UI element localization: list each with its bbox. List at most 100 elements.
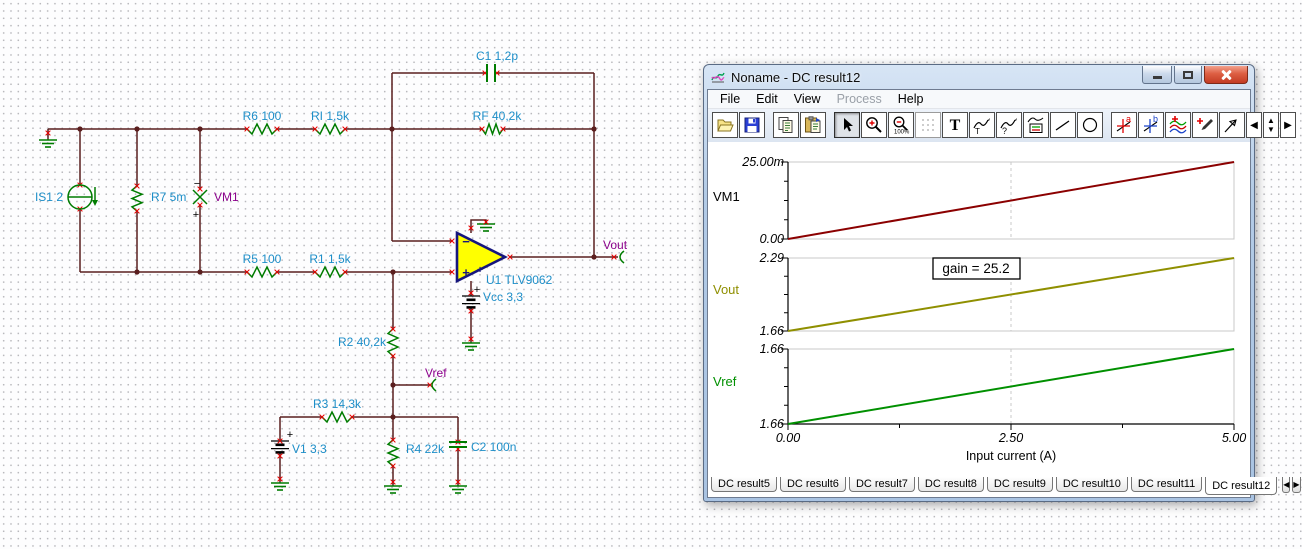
chart-area[interactable]: 25.00m 0.00 2.29 1.66 1.66 1.66 VM1 Vout… <box>708 142 1250 477</box>
vref-terminal[interactable] <box>431 378 437 392</box>
tab-dc-result8[interactable]: DC result8 <box>917 477 984 493</box>
voltmeter-vm1[interactable] <box>192 189 208 205</box>
vm1-y-top-label: 25.00m <box>741 155 784 169</box>
add-curves-button[interactable] <box>1165 112 1191 139</box>
open-icon <box>717 119 734 132</box>
opamp-u1[interactable]: − + + <box>455 230 508 284</box>
menu-edit[interactable]: Edit <box>756 91 778 106</box>
schematic-canvas[interactable]: − + + IS1 2 R7 5m VM1 R6 100 RI 1,5k R5 … <box>0 0 703 549</box>
maximize-button[interactable] <box>1174 66 1202 84</box>
text-icon: T <box>950 117 961 134</box>
copy-button[interactable] <box>773 112 799 139</box>
tab-scroll-left-button[interactable]: ◀ <box>1282 477 1291 494</box>
opamp-minus-sign: − <box>462 234 470 249</box>
page-spinner-button[interactable]: ▲ ▼ <box>1263 112 1279 139</box>
signal-name-vm1: VM1 <box>713 189 740 204</box>
tab-dc-result12[interactable]: DC result12 <box>1205 477 1278 496</box>
diagram-client-area: 25.00m 0.00 2.29 1.66 1.66 1.66 VM1 Vout… <box>708 141 1250 478</box>
tab-scroll-right-button[interactable]: ▶ <box>1292 477 1301 494</box>
current-arrow-head <box>92 200 98 206</box>
current-source-is1[interactable] <box>67 184 98 210</box>
minimize-button[interactable] <box>1142 66 1172 84</box>
legend-button[interactable] <box>1023 112 1049 139</box>
menu-help[interactable]: Help <box>897 91 924 106</box>
gain-annotation-text: gain = 25.2 <box>942 261 1009 276</box>
label-r4: R4 22k <box>406 442 445 456</box>
menu-process[interactable]: Process <box>836 91 882 106</box>
svg-text:100%: 100% <box>894 130 910 136</box>
vout-y-bottom-label: 1.66 <box>760 324 784 338</box>
tab-dc-result9[interactable]: DC result9 <box>986 477 1053 493</box>
vout-terminal[interactable] <box>619 250 625 264</box>
vout-terminal-arc <box>619 250 625 264</box>
label-rf: RF 40,2k <box>473 109 523 123</box>
angle-icon <box>1224 119 1237 133</box>
capacitor-c2[interactable] <box>449 441 467 448</box>
close-icon <box>1220 69 1232 81</box>
scroll-right-icon: ▶ <box>1284 119 1292 131</box>
select-cursor-icon <box>844 118 853 132</box>
label-c1: C1 1,2p <box>476 49 518 63</box>
cursor-a-button[interactable]: a <box>1111 112 1137 139</box>
grid-icon <box>922 119 934 132</box>
x-tick-2p5: 2.50 <box>998 431 1023 445</box>
add-marker-button[interactable] <box>1192 112 1218 139</box>
cursor-b-button[interactable]: b <box>1138 112 1164 139</box>
label-r7: R7 5m <box>151 190 186 204</box>
label-r1: R1 1,5k <box>309 252 351 266</box>
select-cursor-button[interactable] <box>834 112 860 139</box>
paste-button[interactable] <box>800 112 826 139</box>
paste-icon <box>805 116 821 134</box>
title-bar[interactable]: Noname - DC result12 <box>707 65 1251 89</box>
tab-dc-result5[interactable]: DC result5 <box>711 477 777 493</box>
grid-button[interactable] <box>915 112 941 139</box>
menu-bar: File Edit View Process Help <box>708 90 1250 109</box>
save-button[interactable] <box>739 112 765 139</box>
capacitor-c1[interactable] <box>486 64 496 82</box>
open-button[interactable] <box>712 112 738 139</box>
signal-name-vout: Vout <box>713 282 739 297</box>
ellipse-tool-button[interactable] <box>1077 112 1103 139</box>
zoom-in-button[interactable] <box>861 112 887 139</box>
svg-text:T: T <box>950 117 961 134</box>
curve-text-label-icon: T <box>973 118 990 135</box>
vcc-plus-sign: + <box>474 284 480 296</box>
tab-scroll-left-icon: ◀ <box>1283 480 1290 490</box>
gain-annotation[interactable]: gain = 25.2 <box>932 257 1021 280</box>
vref-y-bottom-label: 1.66 <box>760 417 784 431</box>
ellipse-icon <box>1082 118 1098 133</box>
curve-text-label-button[interactable]: T <box>969 112 995 139</box>
capacitor-c2-plates <box>449 441 467 448</box>
battery-symbols[interactable] <box>271 295 480 454</box>
legend-icon <box>1027 117 1044 134</box>
scroll-left-button[interactable]: ◀ <box>1246 112 1262 139</box>
curve-query-button[interactable]: ? <box>996 112 1022 139</box>
zoom-out-button[interactable]: 100% <box>888 112 914 139</box>
menu-file[interactable]: File <box>720 91 741 106</box>
line-tool-button[interactable] <box>1050 112 1076 139</box>
maximize-icon <box>1183 70 1193 79</box>
opamp-power-plus-sign: + <box>477 265 483 276</box>
save-icon <box>744 117 760 133</box>
close-button[interactable] <box>1204 66 1248 84</box>
vm1-plus-sign: + <box>193 209 199 221</box>
resistor-bodies[interactable] <box>130 121 504 467</box>
copy-icon <box>778 117 793 134</box>
tab-dc-result11[interactable]: DC result11 <box>1130 477 1203 493</box>
capacitor-c1-plates <box>486 64 496 82</box>
add-curves-icon <box>1169 116 1187 134</box>
tab-dc-result7[interactable]: DC result7 <box>848 477 915 493</box>
scroll-right-button[interactable]: ▶ <box>1280 112 1296 139</box>
v1-plus-sign: + <box>287 429 293 441</box>
menu-view[interactable]: View <box>793 91 821 106</box>
minimize-icon <box>1152 76 1162 79</box>
angle-tool-button[interactable] <box>1219 112 1245 139</box>
plot-axes <box>781 161 1235 430</box>
label-vout: Vout <box>603 238 628 252</box>
pin-connection-marks <box>45 70 617 485</box>
tab-dc-result10[interactable]: DC result10 <box>1055 477 1128 493</box>
label-r2: R2 40,2k <box>338 335 387 349</box>
vref-curve <box>787 347 1235 425</box>
text-tool-button[interactable]: T <box>942 112 968 139</box>
tab-dc-result6[interactable]: DC result6 <box>779 477 846 493</box>
